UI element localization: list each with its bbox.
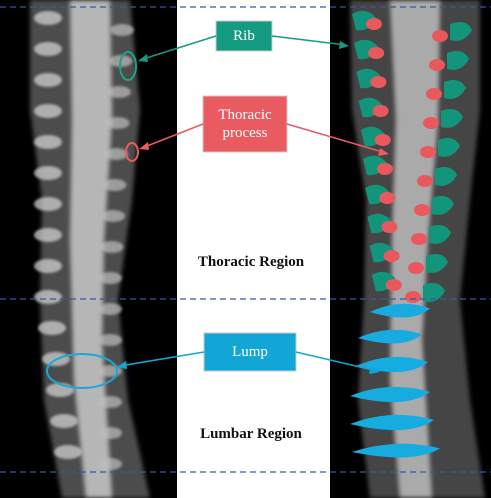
lumbar-region-label: Lumbar Region <box>176 424 326 445</box>
rib-marker <box>120 52 136 80</box>
rib-label: Rib <box>216 21 272 51</box>
process-marker <box>126 143 138 161</box>
thoracic-region-label: Thoracic Region <box>176 252 326 273</box>
lump-marker <box>47 354 117 388</box>
thoracic-process-label: Thoracic process <box>203 96 287 152</box>
lump-label: Lump <box>204 333 296 371</box>
